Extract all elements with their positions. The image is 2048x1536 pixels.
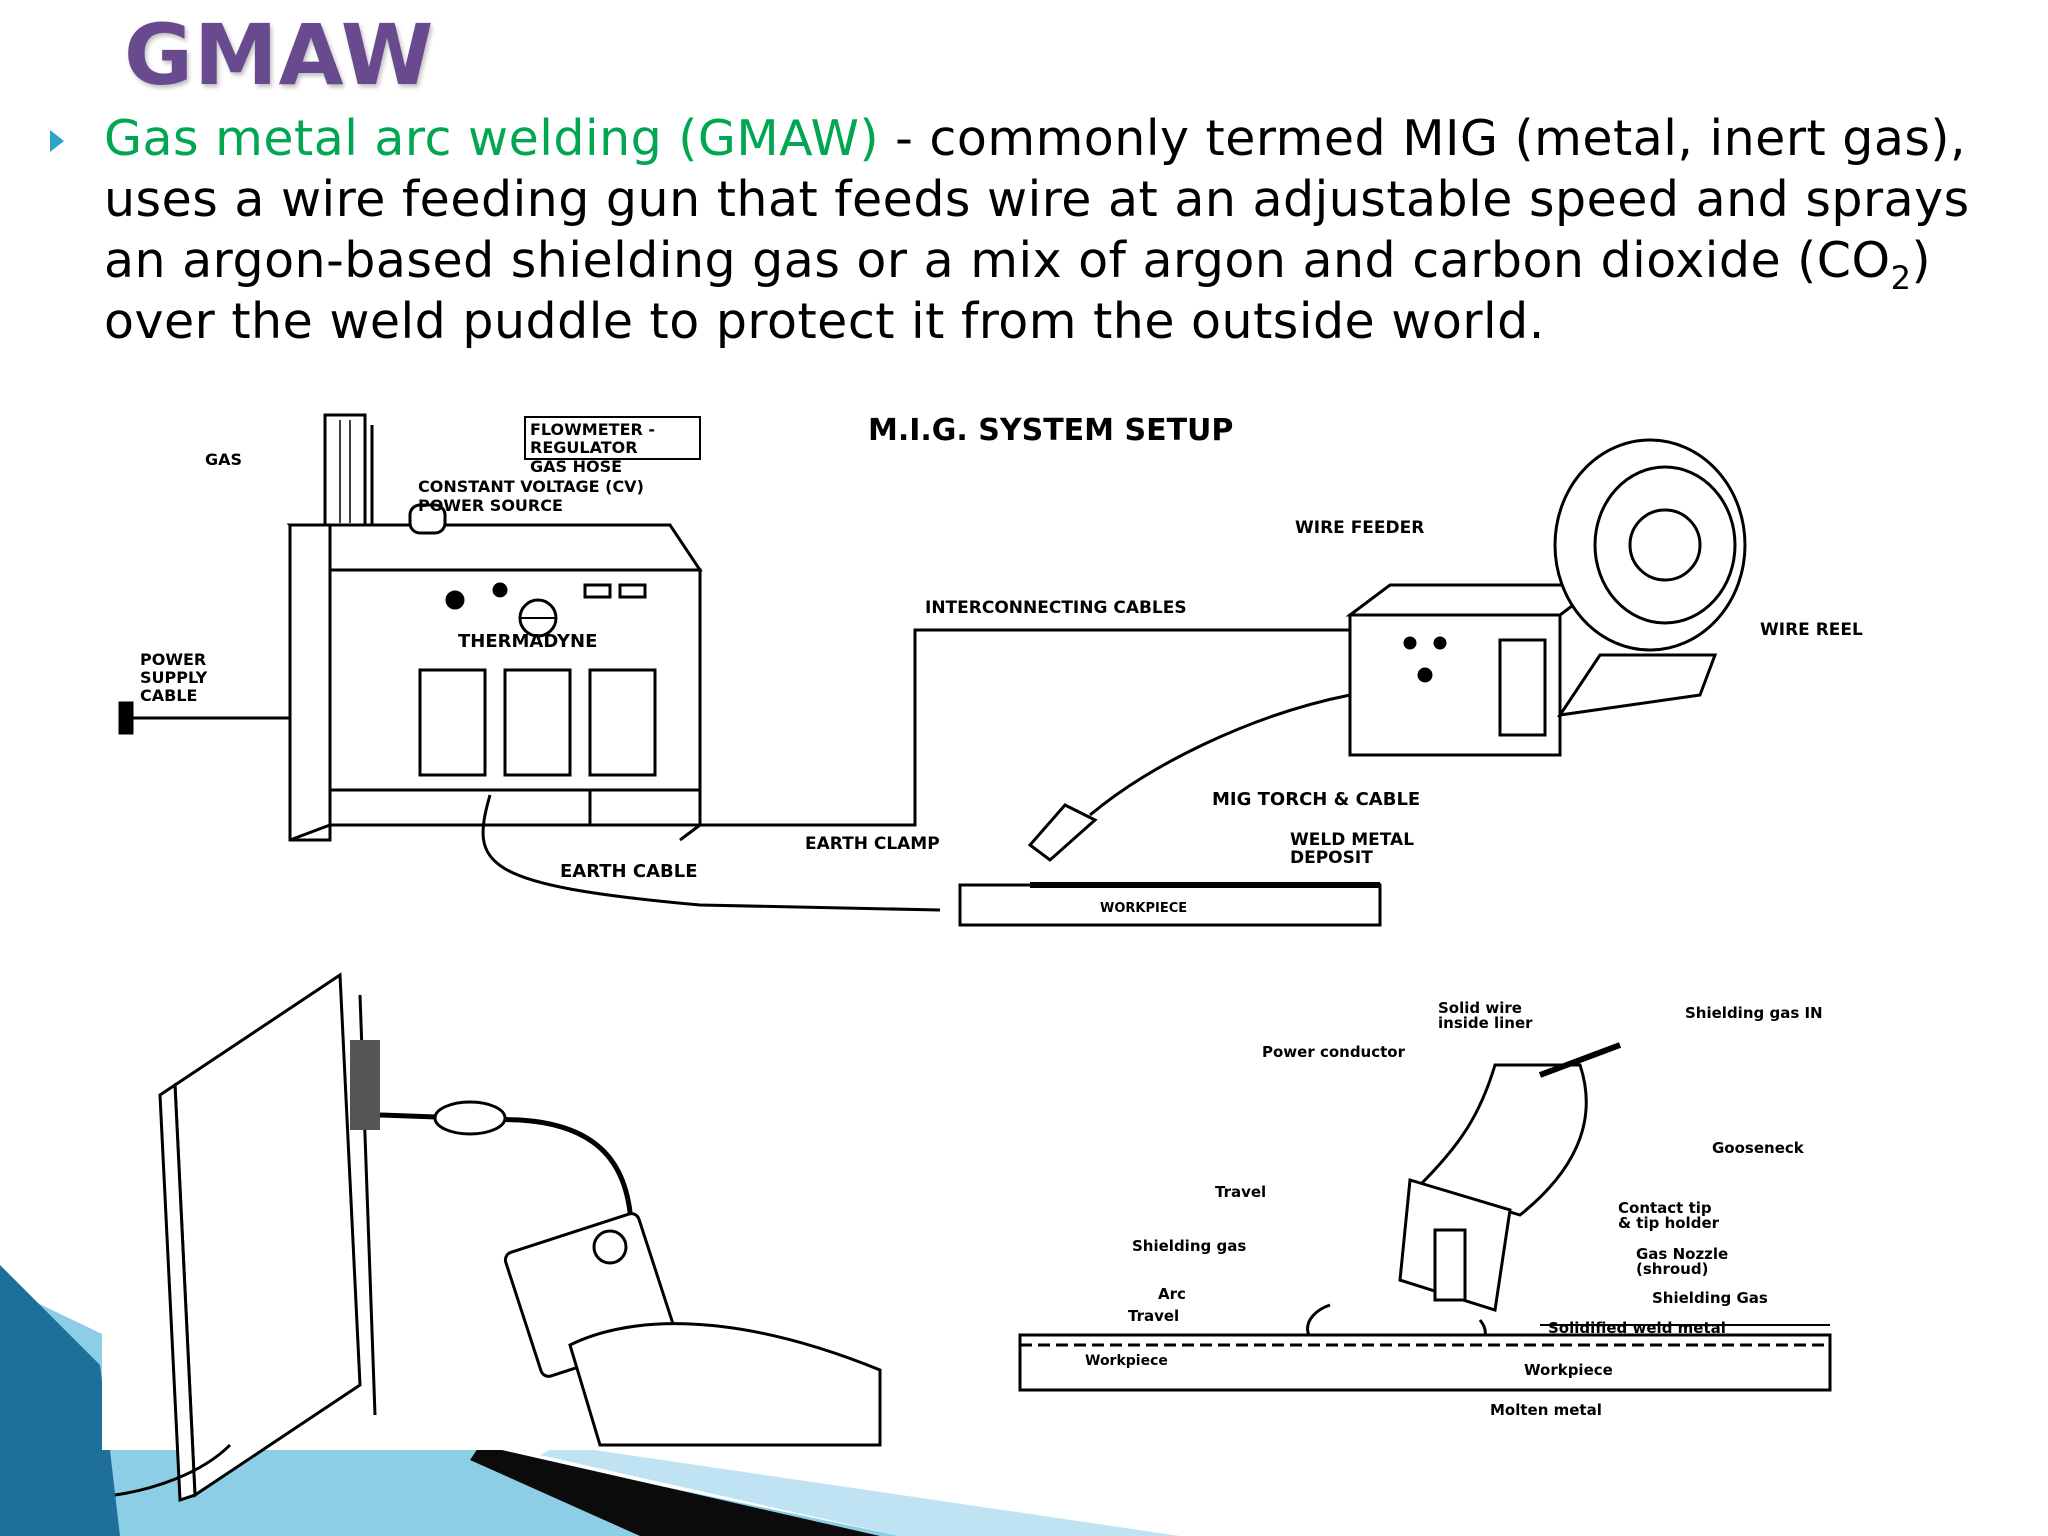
label-gas-nozzle-1: Gas Nozzle [1636,1245,1728,1263]
label-travel-bottom: Travel [1128,1307,1179,1325]
bullet-arrow-icon [50,130,64,152]
label-gas-nozzle-2: (shroud) [1636,1260,1708,1278]
label-regulator: REGULATOR [530,438,638,457]
label-power-1: POWER [140,650,206,669]
label-gooseneck: Gooseneck [1712,1139,1805,1157]
label-workpiece-right: Workpiece [1524,1361,1613,1379]
label-earth-cable: EARTH CABLE [560,861,698,882]
bullet-subscript: 2 [1890,259,1912,297]
mig-setup-diagram [118,413,1747,927]
torch-cross-section-labels: Solid wire inside liner Shielding gas IN… [1085,999,1823,1419]
label-power-2: SUPPLY [140,668,208,687]
label-workpiece: WORKPIECE [1100,901,1187,916]
label-gas: GAS [205,450,242,469]
setup-title: M.I.G. SYSTEM SETUP [868,413,1233,448]
mig-diagram-figure: M.I.G. SYSTEM SETUP GAS FLOWMETER - REGU… [0,385,2002,1536]
bullet-text-part1: - commonly termed MIG (metal, inert gas)… [104,110,1970,289]
slide-title: GMAW [124,6,435,104]
mig-setup-labels: M.I.G. SYSTEM SETUP GAS FLOWMETER - REGU… [140,413,1863,916]
label-gas-hose: GAS HOSE [530,457,622,476]
bullet-term: Gas metal arc welding (GMAW) [104,110,880,167]
label-contact-tip-1: Contact tip [1618,1199,1712,1217]
label-molten-metal: Molten metal [1490,1401,1602,1419]
label-weld-metal-2: DEPOSIT [1290,848,1373,868]
label-power-conductor: Power conductor [1262,1043,1406,1061]
label-shielding-gas-in: Shielding gas IN [1685,1004,1823,1022]
label-shielding-gas-left: Shielding gas [1132,1237,1246,1255]
bullet-text-part2: ) over the weld puddle to protect it fro… [104,232,1932,350]
label-earth-clamp: EARTH CLAMP [805,834,940,854]
label-flowmeter: FLOWMETER - [530,420,655,439]
label-wire-feeder: WIRE FEEDER [1295,518,1424,538]
label-weld-metal-1: WELD METAL [1290,830,1414,850]
label-workpiece-left: Workpiece [1085,1353,1168,1369]
label-brand: THERMADYNE [458,631,597,652]
label-travel-top: Travel [1215,1183,1266,1201]
label-arc: Arc [1158,1285,1186,1303]
label-solid-wire-1: Solid wire [1438,999,1522,1017]
label-shielding-gas-right: Shielding Gas [1652,1289,1768,1307]
bullet-item: Gas metal arc welding (GMAW) - commonly … [40,108,1980,352]
bullet-text: Gas metal arc welding (GMAW) - commonly … [104,108,1980,352]
label-solid-wire-2: inside liner [1438,1014,1533,1032]
label-cv-1: CONSTANT VOLTAGE (CV) [418,477,644,496]
label-power-3: CABLE [140,686,197,705]
torch-cross-section [1018,1042,1832,1392]
label-wire-reel: WIRE REEL [1760,620,1863,640]
label-interconnecting: INTERCONNECTING CABLES [925,598,1187,618]
label-cv-2: POWER SOURCE [418,496,563,515]
welding-hand-illustration [114,972,882,1503]
label-solidified: Solidified weld metal [1548,1319,1726,1337]
label-contact-tip-2: & tip holder [1618,1214,1720,1232]
label-mig-torch: MIG TORCH & CABLE [1212,789,1420,810]
